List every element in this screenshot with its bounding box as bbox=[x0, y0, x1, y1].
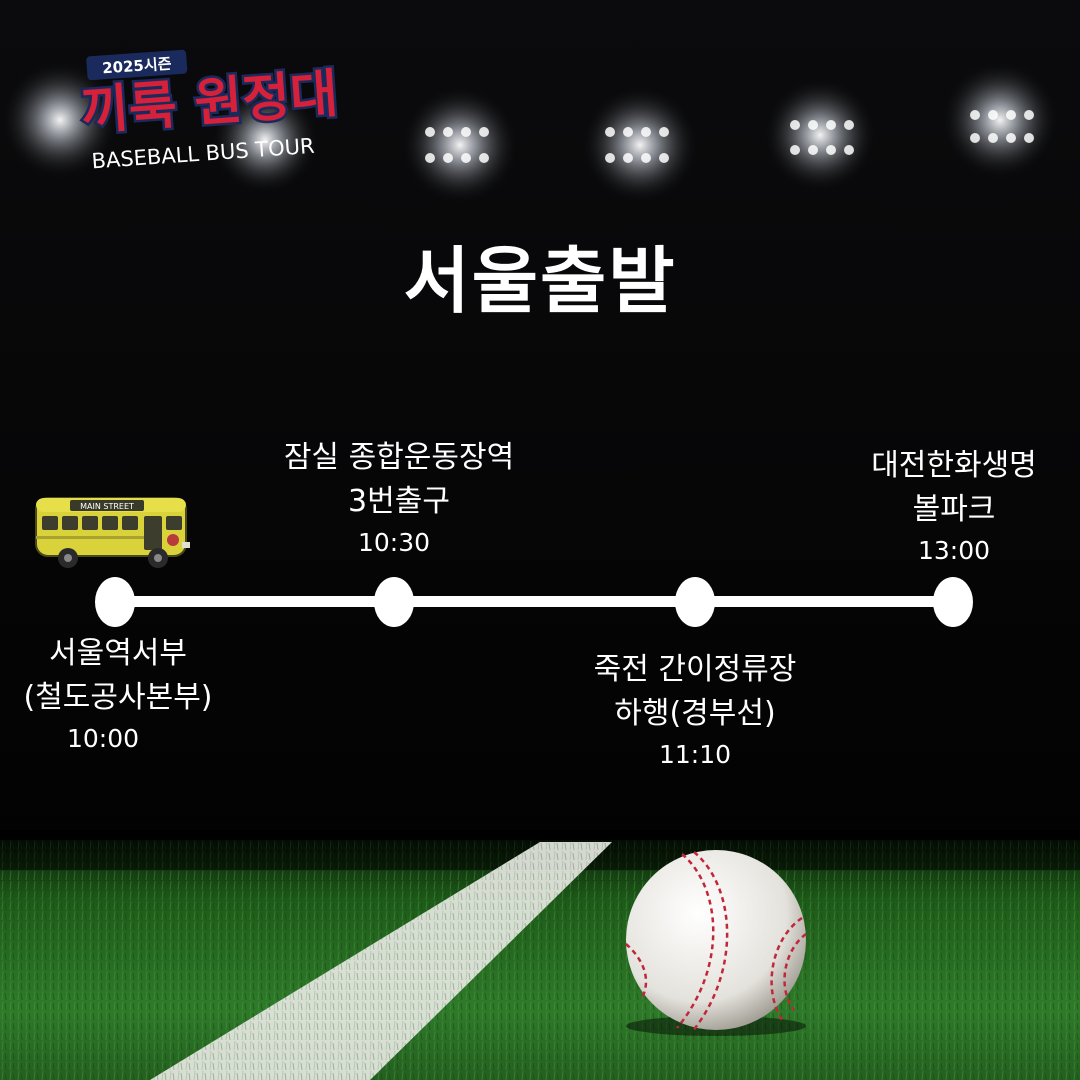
baseball-image bbox=[625, 850, 807, 1036]
page-title: 서울출발 bbox=[403, 239, 677, 323]
stop-time: 10:30 bbox=[357, 528, 431, 557]
stop-name: 죽전 간이정류장 bbox=[593, 652, 797, 687]
stop-label-3: 죽전 간이정류장 하행(경부선) 11:10 bbox=[560, 648, 830, 774]
stop-label-4: 대전한화생명 볼파크 13:00 bbox=[842, 444, 1066, 570]
bus-icon: MAIN STREET bbox=[35, 497, 190, 568]
stop-name: 서울역서부 bbox=[49, 636, 187, 671]
stop-label-2: 잠실 종합운동장역 3번출구 10:30 bbox=[254, 436, 544, 562]
grass-field bbox=[0, 830, 1080, 1080]
route-timeline bbox=[95, 577, 973, 627]
logo-season: 2025시즌 bbox=[102, 55, 173, 78]
stop-name: 대전한화생명 bbox=[871, 448, 1037, 483]
route-line bbox=[115, 596, 953, 607]
stadium-lights bbox=[0, 60, 1060, 205]
stop-marker-2[interactable] bbox=[374, 577, 414, 627]
tour-logo: 2025시즌 끼룩 원정대 BASEBALL BUS TOUR bbox=[77, 49, 343, 174]
stop-detail: 볼파크 bbox=[912, 492, 996, 527]
stop-detail: (철도공사본부) bbox=[23, 680, 213, 715]
stop-marker-1[interactable] bbox=[95, 577, 135, 627]
stop-label-1: 서울역서부 (철도공사본부) 10:00 bbox=[8, 632, 228, 758]
stop-marker-4[interactable] bbox=[933, 577, 973, 627]
logo-subtitle: BASEBALL BUS TOUR bbox=[91, 134, 315, 174]
stop-time: 13:00 bbox=[917, 536, 991, 565]
stop-name: 잠실 종합운동장역 bbox=[283, 440, 515, 475]
stop-detail: 하행(경부선) bbox=[614, 696, 776, 731]
stop-marker-3[interactable] bbox=[675, 577, 715, 627]
stop-time: 10:00 bbox=[66, 724, 140, 753]
bus-sign: MAIN STREET bbox=[80, 502, 134, 511]
stop-time: 11:10 bbox=[658, 740, 732, 769]
stop-detail: 3번출구 bbox=[348, 484, 450, 519]
